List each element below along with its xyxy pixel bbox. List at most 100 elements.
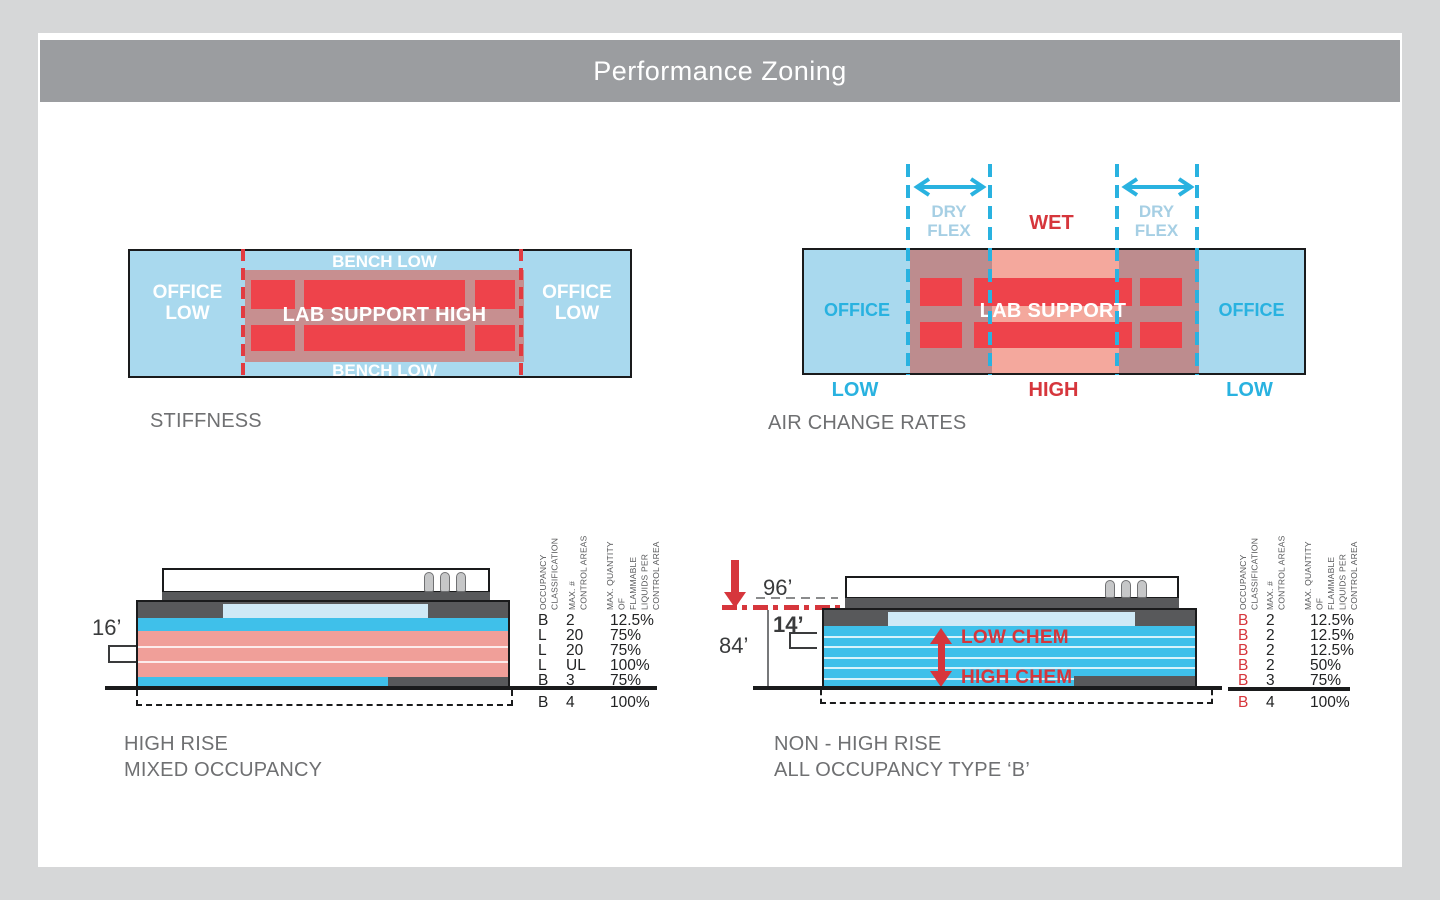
flex-boundary-dashed-line <box>1195 164 1199 375</box>
exhaust-stack-icon <box>1121 580 1131 598</box>
lab-block <box>475 325 515 351</box>
lab-block <box>251 325 295 351</box>
low-left-label: LOW <box>831 379 879 401</box>
wet-label: WET <box>1029 212 1074 234</box>
lab-block <box>304 325 465 351</box>
air-change-diagram: OFFICE OFFICE LAB SUPPORT <box>802 248 1306 375</box>
basement-outline <box>136 690 513 706</box>
office-low-right-label: OFFICE LOW <box>542 282 612 324</box>
flex-boundary-dashed-line <box>906 164 910 375</box>
lab-floors <box>138 631 508 677</box>
floor-height-dim: 16’ <box>92 615 122 640</box>
dim-dashed-line <box>756 597 838 599</box>
exhaust-stack-icon <box>1137 580 1147 598</box>
lab-support-label: LAB SUPPORT <box>979 300 1127 322</box>
floor-line <box>824 678 1195 680</box>
flex-range-arrow-icon <box>913 177 987 197</box>
col-header-max-areas: MAX. # CONTROL AREAS <box>1265 535 1287 610</box>
dry-flex-zone-right <box>1119 250 1199 373</box>
chem-gradient-arrow-icon <box>937 642 945 673</box>
stiffness-diagram: OFFICE LOW OFFICE LOW BENCH LOW BENCH LO… <box>128 249 632 380</box>
top-height-dim: 96’ <box>763 575 793 600</box>
dim-vertical-line <box>767 610 769 688</box>
table-ground-line <box>1228 687 1350 691</box>
flex-boundary-dashed-line <box>988 164 992 375</box>
non-high-rise-caption-1: NON - HIGH RISE <box>774 733 942 755</box>
floor-line <box>824 667 1195 669</box>
high-rise-caption-2: MIXED OCCUPANCY <box>124 759 323 781</box>
dim-bracket <box>108 645 110 663</box>
low-right-label: LOW <box>1226 379 1273 401</box>
high-label: HIGH <box>1028 379 1079 401</box>
dry-flex-left-label: DRY FLEX <box>927 202 971 240</box>
ground-floor-dark <box>1074 676 1195 686</box>
dry-flex-right-label: DRY FLEX <box>1134 202 1179 240</box>
lab-block <box>1140 278 1182 306</box>
window-band <box>223 604 428 618</box>
basement-outline <box>820 690 1213 704</box>
col-header-max-quantity: MAX. QUANTITY OF FLAMMABLE LIQUIDS PER C… <box>605 541 661 610</box>
bench-low-top-label: BENCH LOW <box>332 252 437 271</box>
title-bar: Performance Zoning <box>40 40 1400 102</box>
wet-zone <box>992 250 1119 373</box>
dim-bracket <box>108 645 136 647</box>
low-chem-label: LOW CHEM <box>961 627 1069 648</box>
ground-floor-cyan <box>138 677 388 686</box>
zone-boundary-dashed-line <box>519 249 523 378</box>
dim-bracket <box>108 661 136 663</box>
zone-boundary-dashed-line <box>241 249 245 378</box>
exhaust-stack-icon <box>440 572 450 592</box>
dim-bracket <box>789 632 791 649</box>
col-header-max-areas: MAX. # CONTROL AREAS <box>567 535 589 610</box>
office-right-label: OFFICE <box>1218 300 1285 320</box>
lab-block <box>920 278 962 306</box>
exhaust-stack-icon <box>456 572 466 592</box>
drop-height-arrowhead-icon <box>724 592 746 608</box>
lab-block <box>304 280 465 309</box>
non-high-rise-section: LOW CHEM HIGH CHEM <box>822 608 1197 688</box>
exhaust-stack-icon <box>1105 580 1115 598</box>
penthouse-base <box>845 598 1179 608</box>
flex-boundary-dashed-line <box>1115 164 1119 375</box>
penthouse <box>162 568 490 593</box>
col-header-occupancy: OCCUPANCY CLASSIFICATION <box>1238 537 1260 610</box>
dim-bracket <box>789 647 817 649</box>
high-rise-caption-1: HIGH RISE <box>124 733 229 755</box>
high-rise-section <box>136 600 510 688</box>
floor-line <box>824 657 1195 659</box>
dry-flex-zone-left <box>910 250 992 373</box>
office-low-left-label: OFFICE LOW <box>152 282 223 324</box>
building-height-dim: 84’ <box>719 633 749 658</box>
high-rise-threshold-line <box>722 605 840 610</box>
floor-line <box>138 661 508 663</box>
lab-block <box>974 278 1132 306</box>
ground-line <box>753 686 1222 690</box>
floor-line <box>138 646 508 648</box>
high-chem-label: HIGH CHEM <box>961 667 1073 688</box>
window-band <box>888 612 1135 626</box>
lab-support-high-label: LAB SUPPORT HIGH <box>282 304 487 326</box>
page-title: Performance Zoning <box>593 55 847 86</box>
ground-line <box>105 686 657 690</box>
lab-block <box>974 322 1132 348</box>
floor-line <box>824 646 1195 648</box>
drop-height-arrow-icon <box>731 560 739 593</box>
non-high-rise-caption-2: ALL OCCUPANCY TYPE ‘B’ <box>774 759 1030 781</box>
bench-low-bottom-label: BENCH LOW <box>332 361 437 380</box>
chem-gradient-arrowhead-icon <box>930 628 952 644</box>
stiffness-caption: STIFFNESS <box>150 410 262 432</box>
lab-block <box>920 322 962 348</box>
